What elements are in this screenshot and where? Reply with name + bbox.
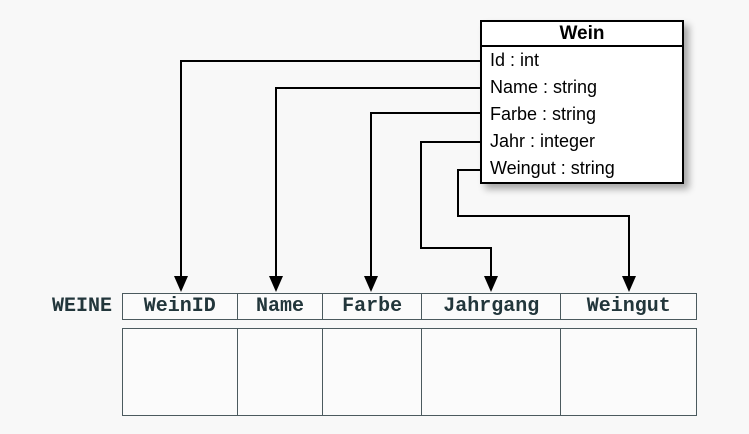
arrow-farbe-to-farbe (364, 112, 480, 292)
empty-cell-farbe (323, 329, 422, 415)
arrow-name-to-name (269, 87, 480, 292)
table-body-row (122, 328, 697, 416)
column-header-weinid: WeinID (123, 294, 238, 319)
class-attribute-jahr: Jahr : integer (490, 131, 596, 151)
empty-cell-weingut (561, 329, 696, 415)
empty-cell-jahrgang (422, 329, 562, 415)
column-header-farbe: Farbe (323, 294, 422, 319)
column-header-name: Name (238, 294, 324, 319)
class-attribute-name: Name : string (490, 77, 598, 97)
uml-class-box: Wein Id : int Name : string Farbe : stri… (480, 20, 684, 184)
class-attribute-weingut: Weingut : string (490, 158, 615, 178)
empty-cell-name (238, 329, 324, 415)
arrow-id-to-weinid (174, 60, 480, 292)
arrow-weingut-to-weingut (457, 169, 636, 292)
column-header-jahrgang: Jahrgang (422, 294, 562, 319)
table-header-row: WeinID Name Farbe Jahrgang Weingut (122, 293, 697, 320)
table-name-label: WEINE (51, 295, 112, 318)
class-attribute-id: Id : int (490, 50, 540, 70)
column-header-weingut: Weingut (586, 295, 671, 318)
class-title: Wein (482, 22, 682, 47)
empty-cell-weinid (123, 329, 238, 415)
class-attribute-farbe: Farbe : string (490, 104, 597, 124)
